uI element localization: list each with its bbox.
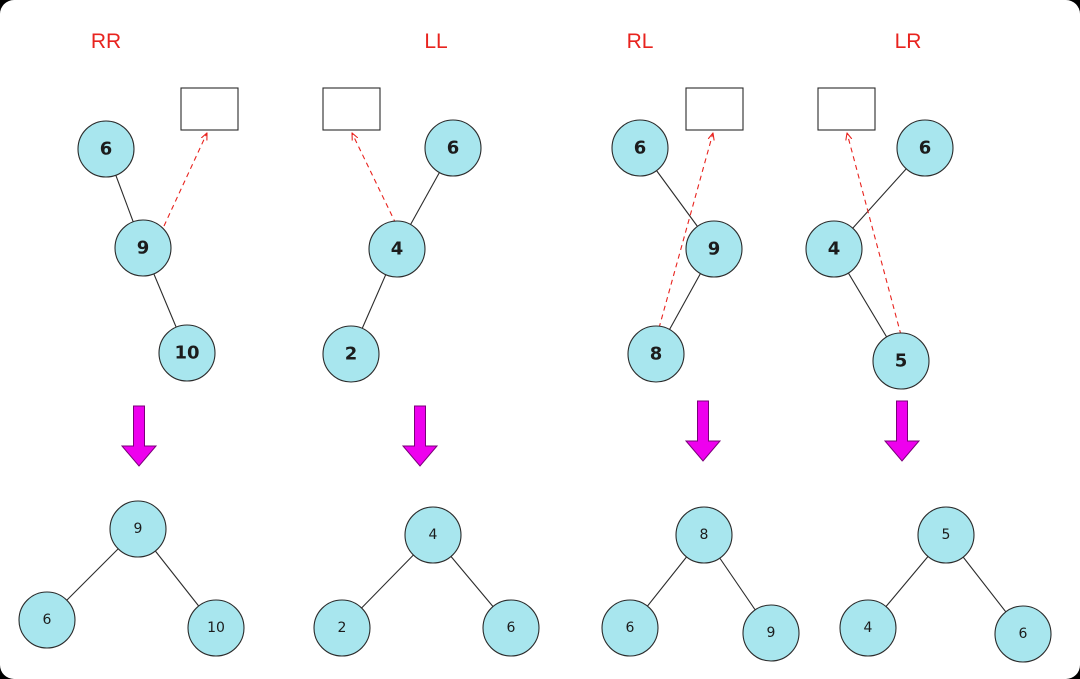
- rl-null-box: [685, 87, 744, 131]
- lr-down-arrow: [883, 400, 921, 462]
- rl-after-right: [742, 604, 800, 662]
- rr-node-6: [77, 120, 135, 178]
- lr-after-left: [839, 599, 897, 657]
- case-title-ll: LL: [424, 30, 447, 53]
- lr-node-4-label: 4: [828, 239, 841, 260]
- ll-dashed-pointer: [352, 133, 397, 225]
- rl-node-8: [627, 325, 685, 383]
- case-title-lr: LR: [895, 30, 922, 53]
- rr-node-6-label: 6: [100, 139, 113, 160]
- ll-after-right: [482, 599, 540, 657]
- ll-node-2: [322, 325, 380, 383]
- ll-null-box: [322, 87, 381, 131]
- rl-node-6-label: 6: [634, 138, 647, 159]
- ll-after-root: [404, 506, 462, 564]
- rl-after-left: [601, 599, 659, 657]
- rr-after-root-label: 9: [134, 521, 143, 537]
- rl-after-root-label: 8: [700, 527, 709, 543]
- rl-after-right-label: 9: [767, 625, 776, 641]
- rr-null-box: [180, 87, 239, 131]
- ll-down-arrow: [401, 405, 439, 467]
- lr-after-right: [994, 605, 1052, 663]
- lr-after-right-label: 6: [1019, 626, 1028, 642]
- rl-dashed-pointer: [658, 133, 713, 329]
- rl-node-8-label: 8: [650, 344, 663, 365]
- case-title-rl: RL: [627, 30, 654, 53]
- rr-dashed-pointer: [163, 133, 207, 227]
- rl-node-9-label: 9: [708, 239, 721, 260]
- rl-node-9: [685, 220, 743, 278]
- ll-after-left-label: 2: [338, 620, 347, 636]
- lr-after-root: [917, 506, 975, 564]
- lr-node-6-label: 6: [919, 138, 932, 159]
- ll-node-2-label: 2: [345, 344, 358, 365]
- rr-after-right: [187, 599, 245, 657]
- ll-node-4: [368, 220, 426, 278]
- ll-after-right-label: 6: [507, 620, 516, 636]
- rl-after-left-label: 6: [626, 620, 635, 636]
- lr-after-root-label: 5: [942, 527, 951, 543]
- lr-node-4: [805, 220, 863, 278]
- lr-after-left-label: 4: [864, 620, 873, 636]
- rr-after-right-label: 10: [207, 620, 225, 636]
- lr-node-5: [872, 332, 930, 390]
- rl-after-root: [675, 506, 733, 564]
- rr-node-10-label: 10: [174, 343, 199, 364]
- lr-node-5-label: 5: [895, 351, 908, 372]
- ll-node-6: [424, 119, 482, 177]
- case-title-rr: RR: [91, 30, 121, 53]
- rr-node-9-label: 9: [137, 238, 150, 259]
- rr-down-arrow: [120, 405, 158, 467]
- ll-node-6-label: 6: [447, 138, 460, 159]
- rr-node-10: [158, 324, 216, 382]
- ll-node-4-label: 4: [391, 239, 404, 260]
- rl-node-6: [611, 119, 669, 177]
- rr-after-left-label: 6: [43, 612, 52, 628]
- lr-null-box: [817, 87, 876, 131]
- ll-after-left: [313, 599, 371, 657]
- rl-down-arrow: [684, 400, 722, 462]
- lr-node-6: [896, 119, 954, 177]
- rr-after-left: [18, 591, 76, 649]
- lr-dashed-pointer: [847, 133, 902, 336]
- rr-node-9: [114, 219, 172, 277]
- rr-after-root: [109, 500, 167, 558]
- ll-after-root-label: 4: [429, 527, 438, 543]
